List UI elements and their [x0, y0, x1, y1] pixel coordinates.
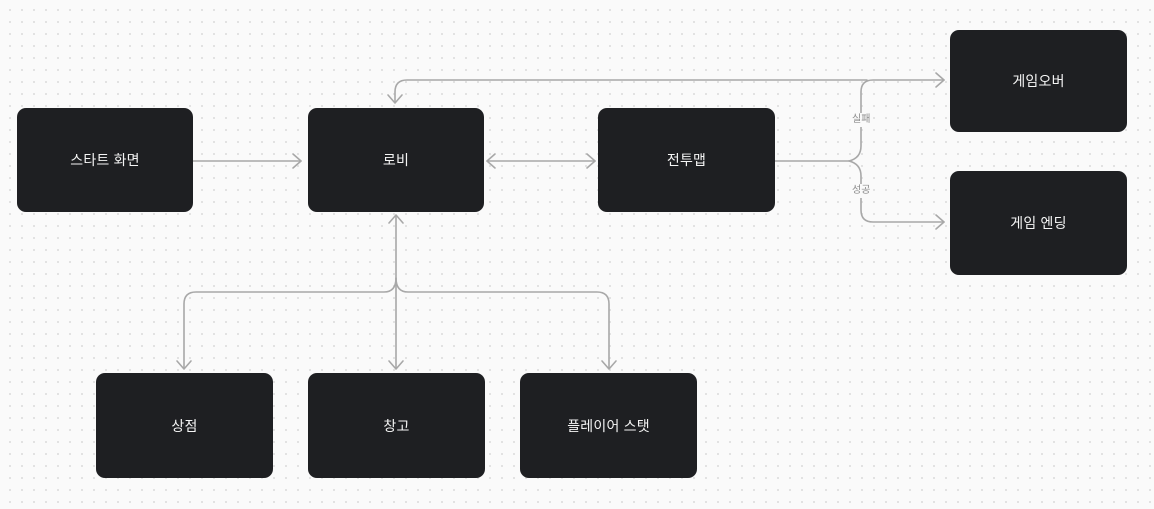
node-shop-label: 상점: [171, 417, 198, 434]
node-lobby[interactable]: 로비: [308, 108, 484, 212]
node-storage[interactable]: 창고: [308, 373, 485, 478]
node-start-screen[interactable]: 스타트 화면: [17, 108, 193, 212]
node-player-stats[interactable]: 플레이어 스탯: [520, 373, 697, 478]
node-game-over[interactable]: 게임오버: [950, 30, 1127, 132]
node-lobby-label: 로비: [382, 152, 410, 168]
edge-lobby-battle-two-way[interactable]: [486, 153, 596, 169]
node-game-ending[interactable]: 게임 엔딩: [950, 171, 1127, 275]
node-shop[interactable]: 상점: [96, 373, 273, 478]
node-start-screen-label: 스타트 화면: [70, 152, 140, 168]
edge-lobby-to-shop[interactable]: [176, 277, 397, 370]
edge-battle-success-to-ending[interactable]: [848, 160, 945, 230]
edge-lobby-to-stats[interactable]: [395, 277, 617, 370]
edge-start-to-lobby[interactable]: [192, 153, 302, 169]
edge-return-to-lobby[interactable]: [387, 79, 868, 104]
node-game-ending-label: 게임 엔딩: [1010, 215, 1067, 231]
edge-label-success: 성공: [849, 184, 874, 198]
node-battle-map-label: 전투맵: [666, 152, 707, 168]
node-battle-map[interactable]: 전투맵: [598, 108, 775, 212]
node-game-over-label: 게임오버: [1012, 73, 1065, 89]
edge-lobby-storage-trunk[interactable]: [388, 214, 404, 370]
edge-label-fail: 실패: [849, 113, 874, 127]
node-storage-label: 창고: [383, 417, 410, 434]
node-player-stats-label: 플레이어 스탯: [567, 417, 650, 434]
